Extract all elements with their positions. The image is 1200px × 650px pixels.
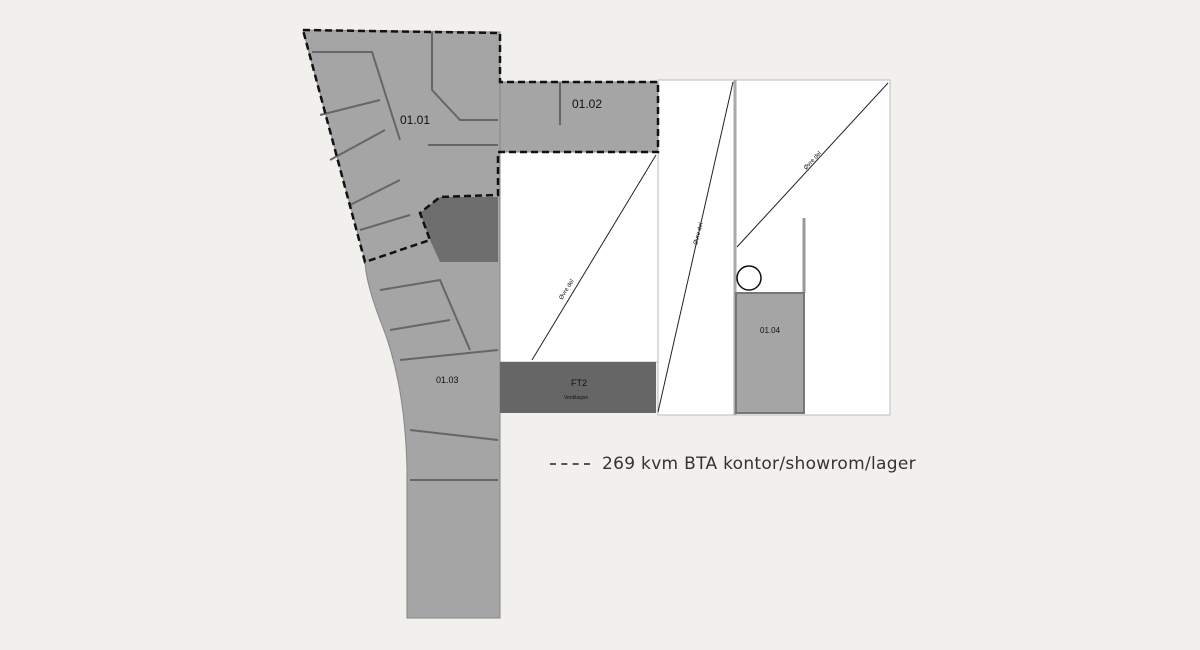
- unit-01-04-area: [735, 292, 805, 414]
- room-label-01-04: 01.04: [760, 326, 781, 335]
- legend: 269 kvm BTA kontor/showrom/lager: [550, 454, 916, 474]
- ft2-area: [500, 362, 656, 413]
- upper-part-label: Øvre del: [693, 222, 705, 245]
- unit-01-03-area: [302, 29, 501, 619]
- diagonal-upper: [531, 154, 657, 361]
- room-sublabel-ft2: Ventilasjon: [564, 395, 588, 401]
- room-label-01-03: 01.03: [436, 375, 459, 385]
- technical-rooms: [420, 197, 498, 262]
- unit-01-02-area: [499, 81, 659, 153]
- interior-walls: [312, 32, 561, 481]
- diagonal-upper: [657, 81, 734, 413]
- room-label-01-02: 01.02: [572, 97, 602, 111]
- leased-area-outline: [301, 28, 660, 264]
- room-label-01-01: 01.01: [400, 113, 430, 127]
- room-label-ft2: FT2: [571, 378, 587, 388]
- open-area-middle: [499, 151, 659, 363]
- spiral-stair: [736, 265, 762, 291]
- diagonal-upper: [736, 82, 889, 248]
- legend-text: 269 kvm BTA kontor/showrom/lager: [602, 454, 916, 474]
- legend-dashed-line: [550, 463, 590, 465]
